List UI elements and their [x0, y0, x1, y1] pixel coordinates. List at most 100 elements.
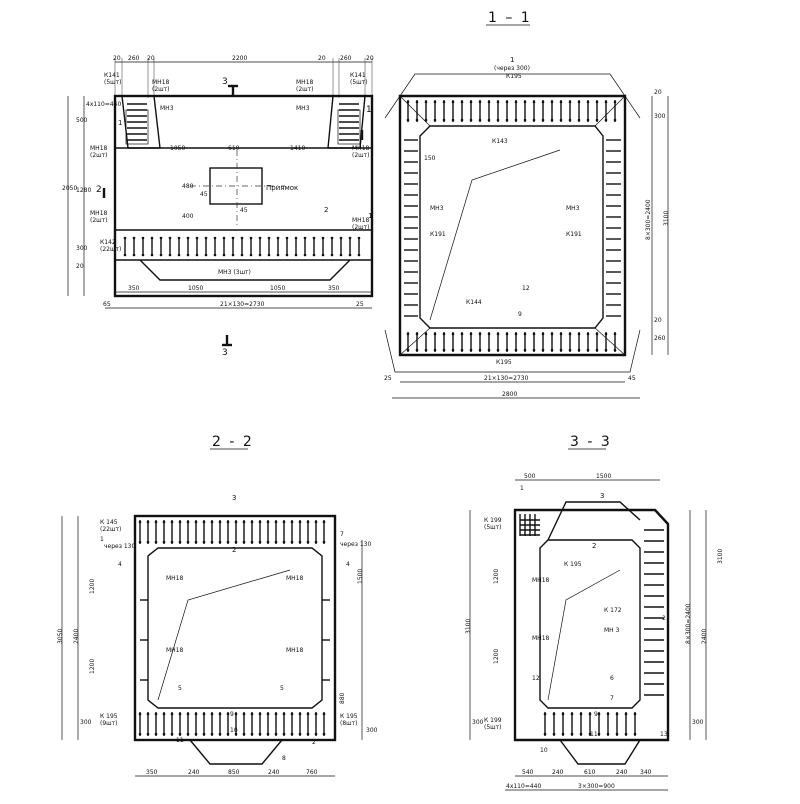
s33-label-9: 9 — [594, 711, 598, 718]
rebar-dot — [496, 100, 500, 104]
plan-label-n1b: 1 — [368, 212, 372, 220]
rebar-dot — [186, 540, 190, 544]
rebar-dot — [242, 732, 246, 736]
s33-dim-right-300: 300 — [692, 719, 704, 726]
rebar-dot — [314, 540, 318, 544]
rebar-dot — [168, 236, 172, 240]
rebar-dot — [433, 100, 437, 104]
rebar-dot — [496, 348, 500, 352]
rebar-dot — [624, 712, 628, 716]
rebar-dot — [469, 348, 473, 352]
s22-label-4b: 4 — [346, 561, 350, 568]
rebar-dot — [258, 253, 262, 257]
s22-label-mn18-r2: МН18 — [286, 647, 304, 654]
rebar-dot — [514, 332, 518, 336]
plan-dim-top-5: 20 — [318, 55, 326, 62]
s22-dim-right-300: 300 — [366, 727, 378, 734]
rebar-dot — [194, 732, 198, 736]
s22-dim-left-1200b: 1200 — [89, 659, 96, 674]
s11-dim-edge-r: 45 — [628, 375, 636, 382]
rebar-dot — [159, 236, 163, 240]
s22-label-2b: 2 — [312, 739, 316, 746]
plan-dim-left-20: 20 — [76, 263, 84, 270]
s33-label-13: 13 — [660, 731, 668, 738]
rebar-dot — [451, 332, 455, 336]
rebar-dot — [514, 100, 518, 104]
rebar-dot — [469, 332, 473, 336]
rebar-dot — [250, 712, 254, 716]
s22-dim-left-300: 300 — [80, 719, 92, 726]
plan-label-mn18-bot-l-q: (2шт) — [90, 217, 107, 224]
plan-dim-45b: 45 — [240, 207, 248, 214]
rebar-dot — [595, 348, 599, 352]
s33-label-6: 6 — [610, 675, 614, 682]
rebar-dot — [314, 732, 318, 736]
rebar-dot — [532, 348, 536, 352]
rebar-dot — [266, 520, 270, 524]
rebar-dot — [138, 540, 142, 544]
s22-label-9: 9 — [230, 711, 234, 718]
rebar-dot — [290, 540, 294, 544]
s33-label-mn3: МН 3 — [604, 627, 620, 634]
rebar-dot — [177, 253, 181, 257]
rebar-dot — [496, 332, 500, 336]
s11-dim-right-2400: 8×300=2400 — [645, 199, 652, 240]
s33-dim-bot-610: 610 — [584, 769, 596, 776]
rebar-dot — [162, 520, 166, 524]
rebar-dot — [146, 520, 150, 524]
rebar-dot — [195, 236, 199, 240]
rebar-dot — [570, 712, 574, 716]
rebar-dot — [322, 732, 326, 736]
s11-dim-right-20b: 20 — [654, 317, 662, 324]
s11-label-150: 150 — [424, 155, 436, 162]
rebar-dot — [579, 732, 583, 736]
s11-dim-bottom: 21×130=2730 — [484, 375, 529, 382]
rebar-dot — [274, 712, 278, 716]
rebar-dot — [586, 118, 590, 122]
s22-dim-bot-240a: 240 — [188, 769, 200, 776]
rebar-dot — [303, 236, 307, 240]
section-2-2: К 145 (22шт) 1 через 130 3 2 7 через 130… — [57, 494, 378, 777]
plan-label-mn3-l: МН3 — [160, 105, 174, 112]
rebar-dot — [406, 118, 410, 122]
s11-label-k143: К143 — [492, 138, 508, 145]
s22-dim-bot-850: 850 — [228, 769, 240, 776]
rebar-dot — [568, 332, 572, 336]
s11-label-mn3-l: МН3 — [430, 205, 444, 212]
rebar-dot — [577, 332, 581, 336]
s22-label-thru2: через 130 — [340, 541, 371, 548]
rebar-dot — [250, 540, 254, 544]
s33-dim-bot-240a: 240 — [552, 769, 564, 776]
s33-label-2r: 2 — [662, 615, 666, 622]
rebar-dot — [195, 253, 199, 257]
rebar-dot — [433, 348, 437, 352]
s33-label-7: 7 — [610, 695, 614, 702]
rebar-dot — [226, 732, 230, 736]
s22-label-2a: 2 — [232, 546, 236, 554]
rebar-dot — [194, 540, 198, 544]
rebar-dot — [168, 253, 172, 257]
rebar-dot — [433, 118, 437, 122]
rebar-dot — [321, 253, 325, 257]
plan-dim-left-1280: 1280 — [76, 187, 91, 194]
plan-dim-edge-r: 25 — [356, 301, 364, 308]
rebar-dot — [290, 712, 294, 716]
rebar-dot — [415, 332, 419, 336]
rebar-dot — [478, 348, 482, 352]
rebar-dot — [242, 540, 246, 544]
s22-label-mn18-l1: МН18 — [166, 575, 184, 582]
plan-label-mn18-l: МН18 — [152, 79, 170, 86]
s11-label-1q: (через 300) — [494, 65, 530, 72]
rebar-dot — [298, 712, 302, 716]
rebar-dot — [258, 712, 262, 716]
rebar-dot — [586, 332, 590, 336]
plan-dim-400: 400 — [182, 213, 194, 220]
rebar-dot — [514, 118, 518, 122]
s22-label-7: 7 — [340, 531, 344, 538]
rebar-dot — [442, 118, 446, 122]
s33-dim-top-500: 500 — [524, 473, 536, 480]
s11-dim-edge-l: 25 — [384, 375, 392, 382]
s22-dim-bot-760: 760 — [306, 769, 318, 776]
plan-dim-edge-l: 65 — [103, 301, 111, 308]
